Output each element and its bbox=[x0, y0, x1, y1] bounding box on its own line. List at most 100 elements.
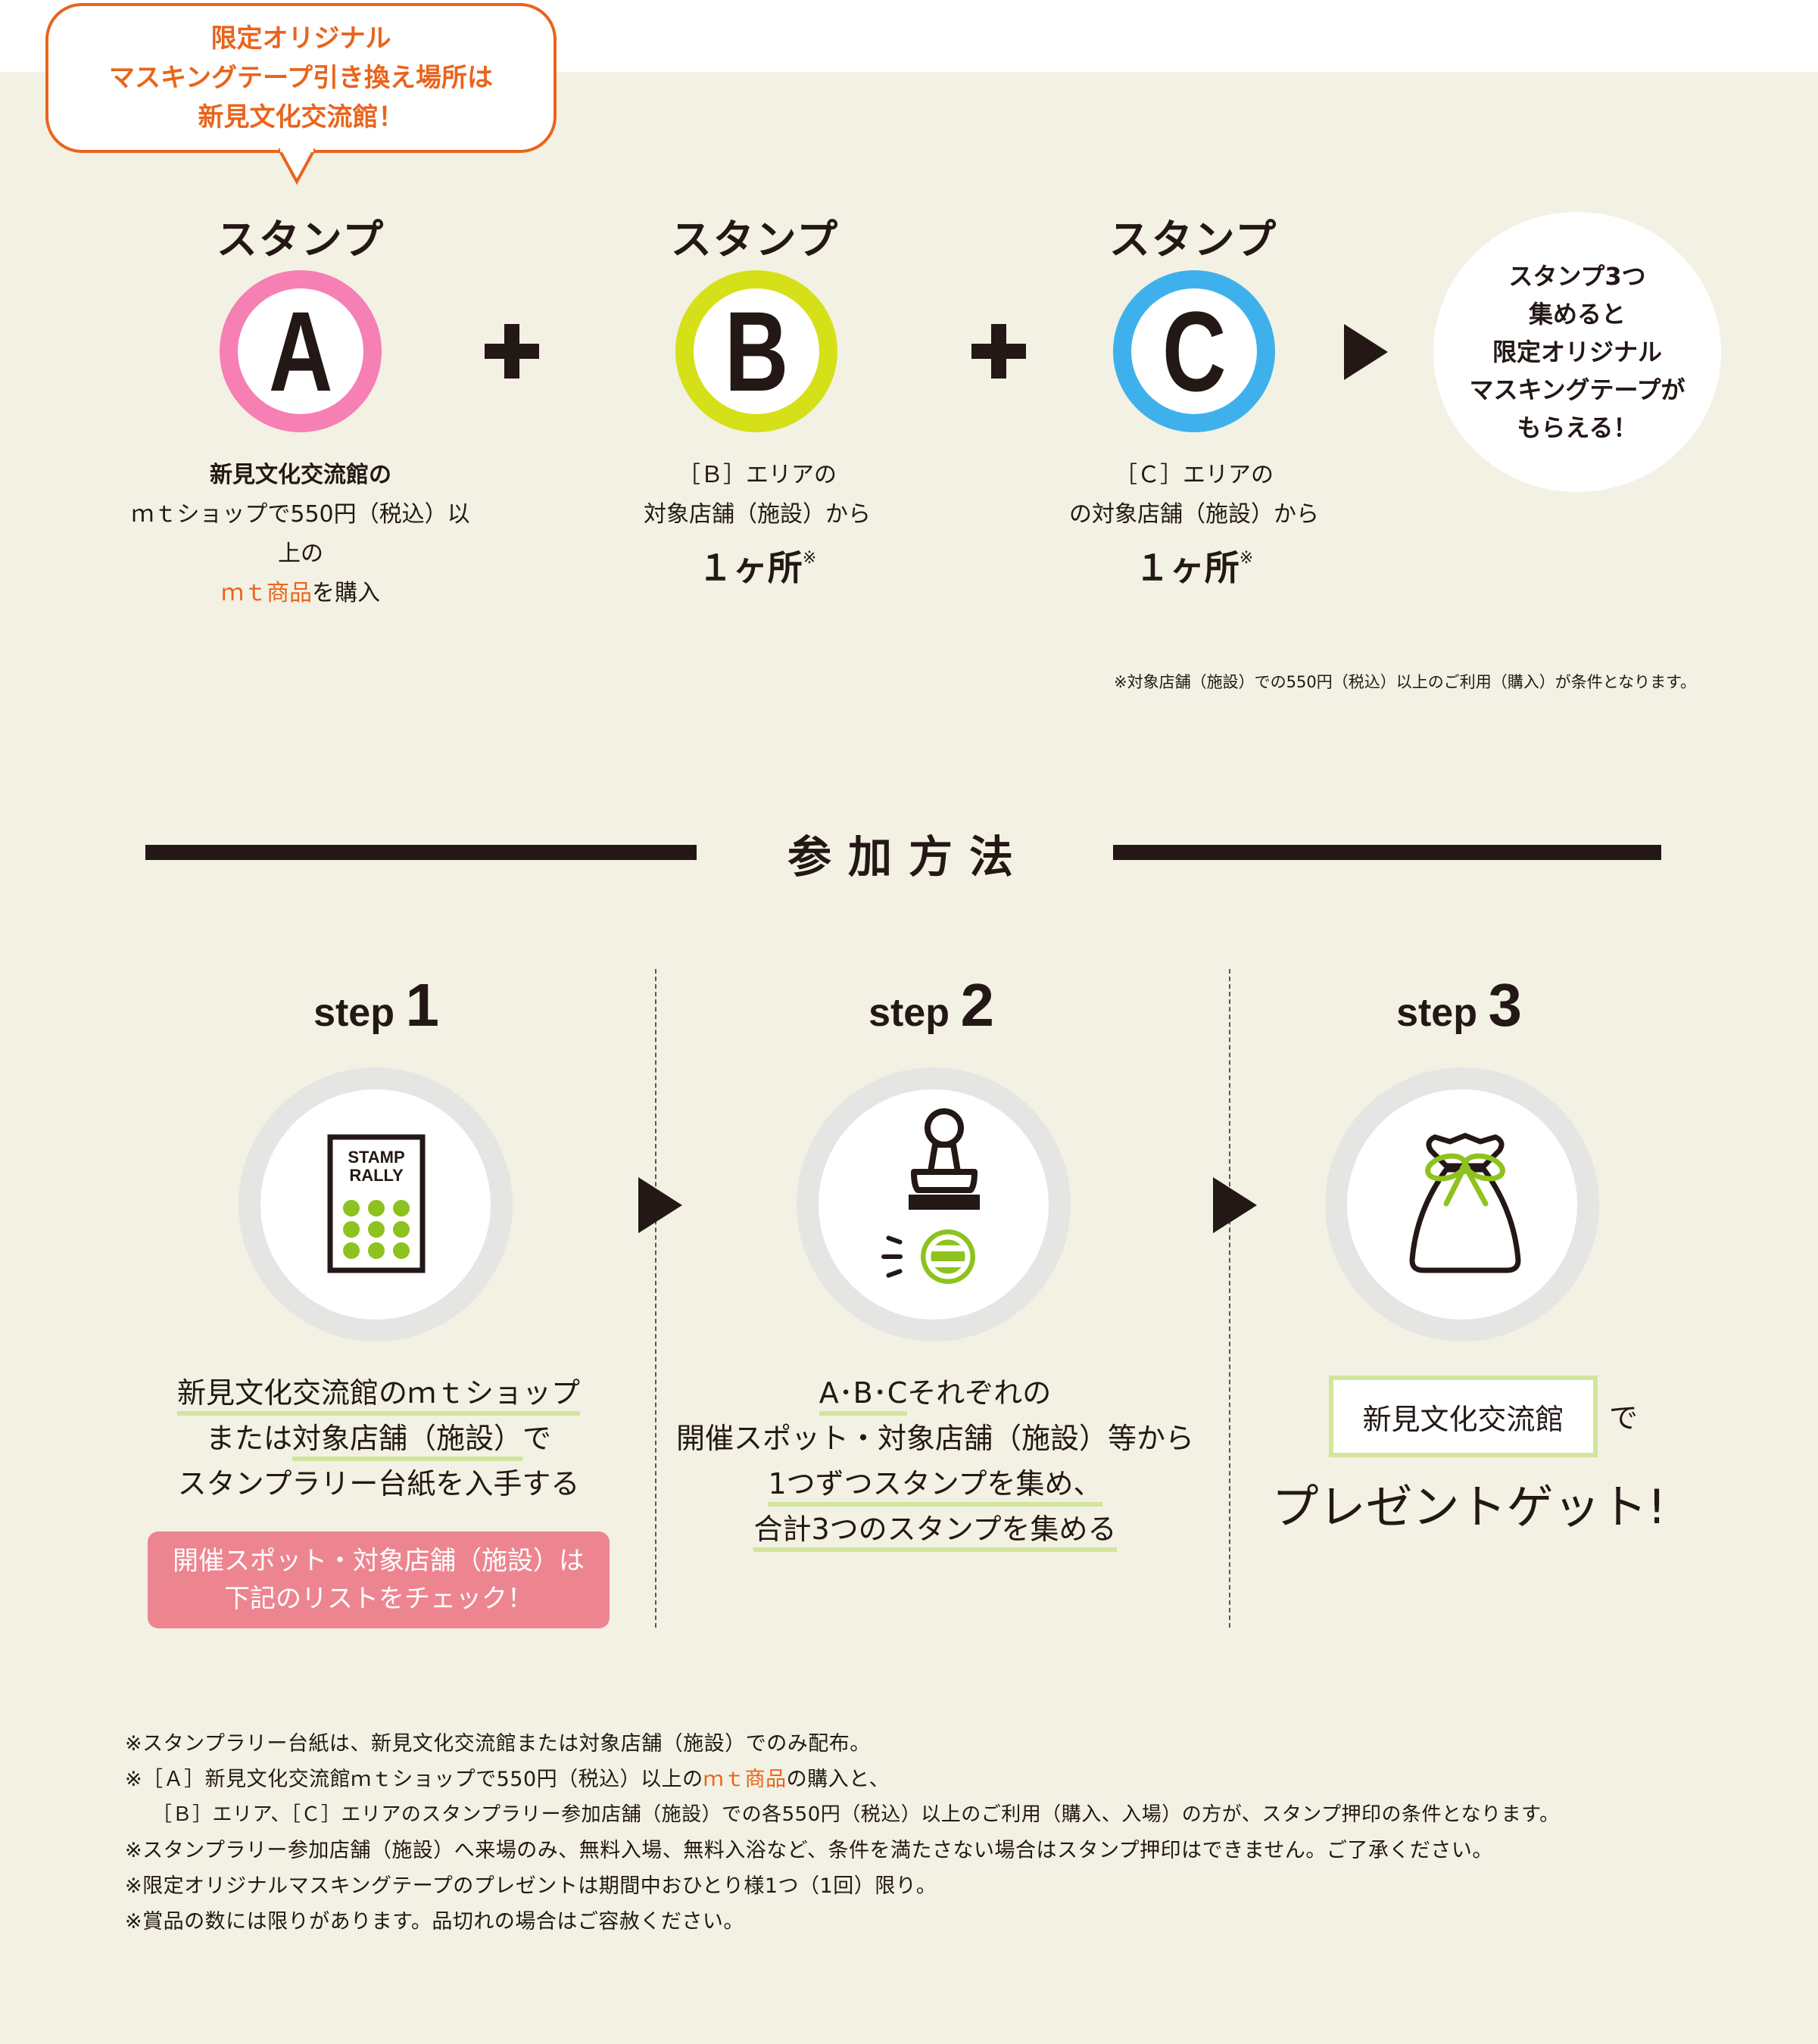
gift-bag-icon bbox=[1409, 1133, 1521, 1273]
bubble-line-3: 新見文化交流館！ bbox=[198, 102, 404, 132]
stamp-b-description: ［Ｂ］エリアの 対象店舗（施設）から １ヶ所※ bbox=[583, 456, 931, 593]
note-mark: ※ bbox=[1239, 549, 1254, 568]
note-line: ※賞品の数には限りがあります。品切れの場合はご容赦ください。 bbox=[125, 1910, 744, 1933]
stamp-b-desc-line: 対象店舗（施設）から bbox=[644, 501, 871, 528]
step-2-line-1: A･B･Cそれぞれの bbox=[663, 1370, 1208, 1416]
step-1-line-1: 新見文化交流館のｍｔショップ bbox=[121, 1370, 636, 1416]
bottom-notes: ※スタンプラリー台紙は、新見文化交流館または対象店舗（施設）でのみ配布。 ※［Ａ… bbox=[125, 1726, 1560, 1940]
stamp-c-count-line: １ヶ所※ bbox=[1020, 539, 1368, 593]
stamp-b-title: スタンプ bbox=[670, 216, 840, 263]
arrow-right-icon bbox=[1213, 1177, 1257, 1233]
stamp-a-letter: A bbox=[268, 288, 333, 415]
step-1-text: 新見文化交流館のｍｔショップ または対象店舗（施設）で スタンプラリー台紙を入手… bbox=[121, 1370, 636, 1507]
bubble-text: 限定オリジナル マスキングテープ引き換え場所は 新見文化交流館！ bbox=[109, 19, 493, 137]
step-number: 2 bbox=[960, 971, 994, 1039]
stamp-c-desc-line: ［Ｃ］エリアの bbox=[1115, 462, 1274, 488]
step-2-text-part: それぞれの bbox=[907, 1376, 1052, 1410]
stamp-c-desc-line: の対象店舗（施設）から bbox=[1069, 501, 1319, 528]
stamp-a-description: 新見文化交流館の ｍｔショップで550円（税込）以上の ｍｔ商品を購入 bbox=[126, 456, 475, 613]
reward-circle: スタンプ3つ 集めると 限定オリジナル マスキングテープが もらえる！ bbox=[1433, 212, 1721, 492]
step-2-text: A･B･Cそれぞれの 開催スポット・対象店舗（施設）等から 1つずつスタンプを集… bbox=[663, 1370, 1208, 1552]
step-1-underlined: 新見文化交流館のｍｔショップ bbox=[176, 1376, 580, 1416]
step-1-underlined: 対象店舗（施設） bbox=[292, 1422, 522, 1461]
bubble-tail bbox=[279, 148, 315, 185]
step-1-text-part: または bbox=[205, 1422, 292, 1455]
stamp-rally-card-icon: STAMP RALLY bbox=[327, 1134, 426, 1273]
step-1-circle: STAMP RALLY bbox=[239, 1067, 513, 1341]
note-line: ※限定オリジナルマスキングテープのプレゼントは期間中おひとり様1つ（1回）限り。 bbox=[125, 1874, 937, 1898]
plus-icon bbox=[971, 324, 1026, 379]
mt-product-highlight: ｍｔ商品 bbox=[221, 580, 312, 606]
step-1-text-part: で bbox=[522, 1422, 552, 1455]
reward-line: もらえる！ bbox=[1517, 413, 1638, 442]
card-text-stamp: STAMP bbox=[348, 1148, 404, 1167]
note-line: ※［Ａ］新見文化交流館ｍｔショップで550円（税込）以上のｍｔ商品の購入と、 bbox=[125, 1762, 1560, 1797]
section-divider-left bbox=[145, 845, 697, 860]
stamp-b-count: １ヶ所 bbox=[697, 547, 803, 588]
step-2-label: step 2 bbox=[780, 971, 1083, 1040]
step-word: step bbox=[868, 991, 950, 1035]
reward-line: 集めると bbox=[1528, 300, 1626, 329]
step-number: 3 bbox=[1488, 971, 1522, 1039]
section-title: 参加方法 bbox=[787, 831, 1030, 883]
stamp-c-circle: C bbox=[1113, 270, 1275, 432]
venue-suffix: で bbox=[1609, 1401, 1639, 1435]
stamp-c-letter: C bbox=[1162, 288, 1227, 415]
step-divider bbox=[655, 969, 656, 1628]
stamp-b-count-line: １ヶ所※ bbox=[583, 539, 931, 593]
note-text: ※［Ａ］新見文化交流館ｍｔショップで550円（税込）以上の bbox=[125, 1768, 703, 1791]
step-1-label: step 1 bbox=[225, 971, 528, 1040]
bubble-line-2: マスキングテープ引き換え場所は bbox=[109, 63, 493, 93]
step-word: step bbox=[1396, 991, 1477, 1035]
check-list-banner[interactable]: 開催スポット・対象店舗（施設）は 下記のリストをチェック！ bbox=[148, 1531, 610, 1628]
stamp-c-title: スタンプ bbox=[1109, 216, 1278, 263]
step-1-line-3: スタンプラリー台紙を入手する bbox=[177, 1467, 580, 1500]
mt-product-highlight: ｍｔ商品 bbox=[703, 1768, 787, 1791]
step-2-underlined: A･B･C bbox=[819, 1376, 908, 1416]
step-3-label: step 3 bbox=[1308, 971, 1611, 1040]
reward-text: スタンプ3つ 集めると 限定オリジナル マスキングテープが もらえる！ bbox=[1469, 257, 1685, 447]
stamp-a-circle: A bbox=[220, 270, 382, 432]
stamp-a-desc-line: ｍｔショップで550円（税込）以上の bbox=[131, 501, 470, 567]
stamp-icon bbox=[881, 1108, 980, 1284]
arrow-right-icon bbox=[1344, 324, 1388, 380]
step-3-circle bbox=[1325, 1067, 1599, 1341]
venue-box: 新見文化交流館 bbox=[1329, 1376, 1598, 1457]
stamp-a-desc-line: ｍｔ商品を購入 bbox=[126, 574, 475, 613]
plus-icon bbox=[485, 324, 539, 379]
stamp-a-desc-line: 新見文化交流館の bbox=[210, 462, 391, 488]
stamp-a-title: スタンプ bbox=[216, 216, 385, 263]
stamp-c-count: １ヶ所 bbox=[1134, 547, 1240, 588]
note-line: ※スタンプラリー参加店舗（施設）へ来場のみ、無料入場、無料入浴など、条件を満たさ… bbox=[125, 1839, 1493, 1862]
stamp-b-circle: B bbox=[675, 270, 837, 432]
banner-line-2: 下記のリストをチェック！ bbox=[224, 1584, 533, 1614]
arrow-right-icon bbox=[638, 1177, 682, 1233]
step-word: step bbox=[313, 991, 394, 1035]
step-2-underlined: 1つずつスタンプを集め、 bbox=[768, 1467, 1102, 1507]
stamp-b-desc-line: ［Ｂ］エリアの bbox=[678, 462, 837, 488]
banner-line-1: 開催スポット・対象店舗（施設）は bbox=[173, 1546, 585, 1576]
note-line: ※スタンプラリー台紙は、新見文化交流館または対象店舗（施設）でのみ配布。 bbox=[125, 1732, 871, 1756]
reward-line: 限定オリジナル bbox=[1492, 338, 1662, 366]
stamp-a-desc-text: を購入 bbox=[312, 580, 380, 606]
note-text: の購入と、 bbox=[786, 1768, 890, 1791]
step-2-line-3: 1つずつスタンプを集め、 bbox=[663, 1461, 1208, 1507]
step-divider bbox=[1229, 969, 1230, 1628]
step-number: 1 bbox=[405, 971, 439, 1039]
note-line: ［Ｂ］エリア、［Ｃ］エリアのスタンプラリー参加店舗（施設）での各550円（税込）… bbox=[152, 1803, 1560, 1826]
reward-line: マスキングテープが bbox=[1469, 375, 1685, 404]
present-get-text: プレゼントゲット! bbox=[1271, 1479, 1667, 1535]
reward-line: スタンプ3つ bbox=[1508, 262, 1646, 291]
card-text-rally: RALLY bbox=[349, 1166, 404, 1185]
stamp-c-description: ［Ｃ］エリアの の対象店舗（施設）から １ヶ所※ bbox=[1020, 456, 1368, 593]
note-mark: ※ bbox=[802, 549, 817, 568]
step-2-circle bbox=[797, 1067, 1071, 1341]
exchange-location-bubble: 限定オリジナル マスキングテープ引き換え場所は 新見文化交流館！ bbox=[45, 3, 557, 153]
section-divider-right bbox=[1113, 845, 1661, 860]
bubble-line-1: 限定オリジナル bbox=[210, 23, 391, 54]
step-2-line-2: 開催スポット・対象店舗（施設）等から bbox=[675, 1422, 1194, 1455]
stamp-b-letter: B bbox=[724, 288, 789, 415]
step-1-line-2: または対象店舗（施設）で bbox=[121, 1416, 636, 1461]
purchase-condition-note: ※対象店舗（施設）での550円（税込）以上のご利用（購入）が条件となります。 bbox=[1114, 673, 1696, 691]
step-2-line-4: 合計3つのスタンプを集める bbox=[663, 1507, 1208, 1552]
